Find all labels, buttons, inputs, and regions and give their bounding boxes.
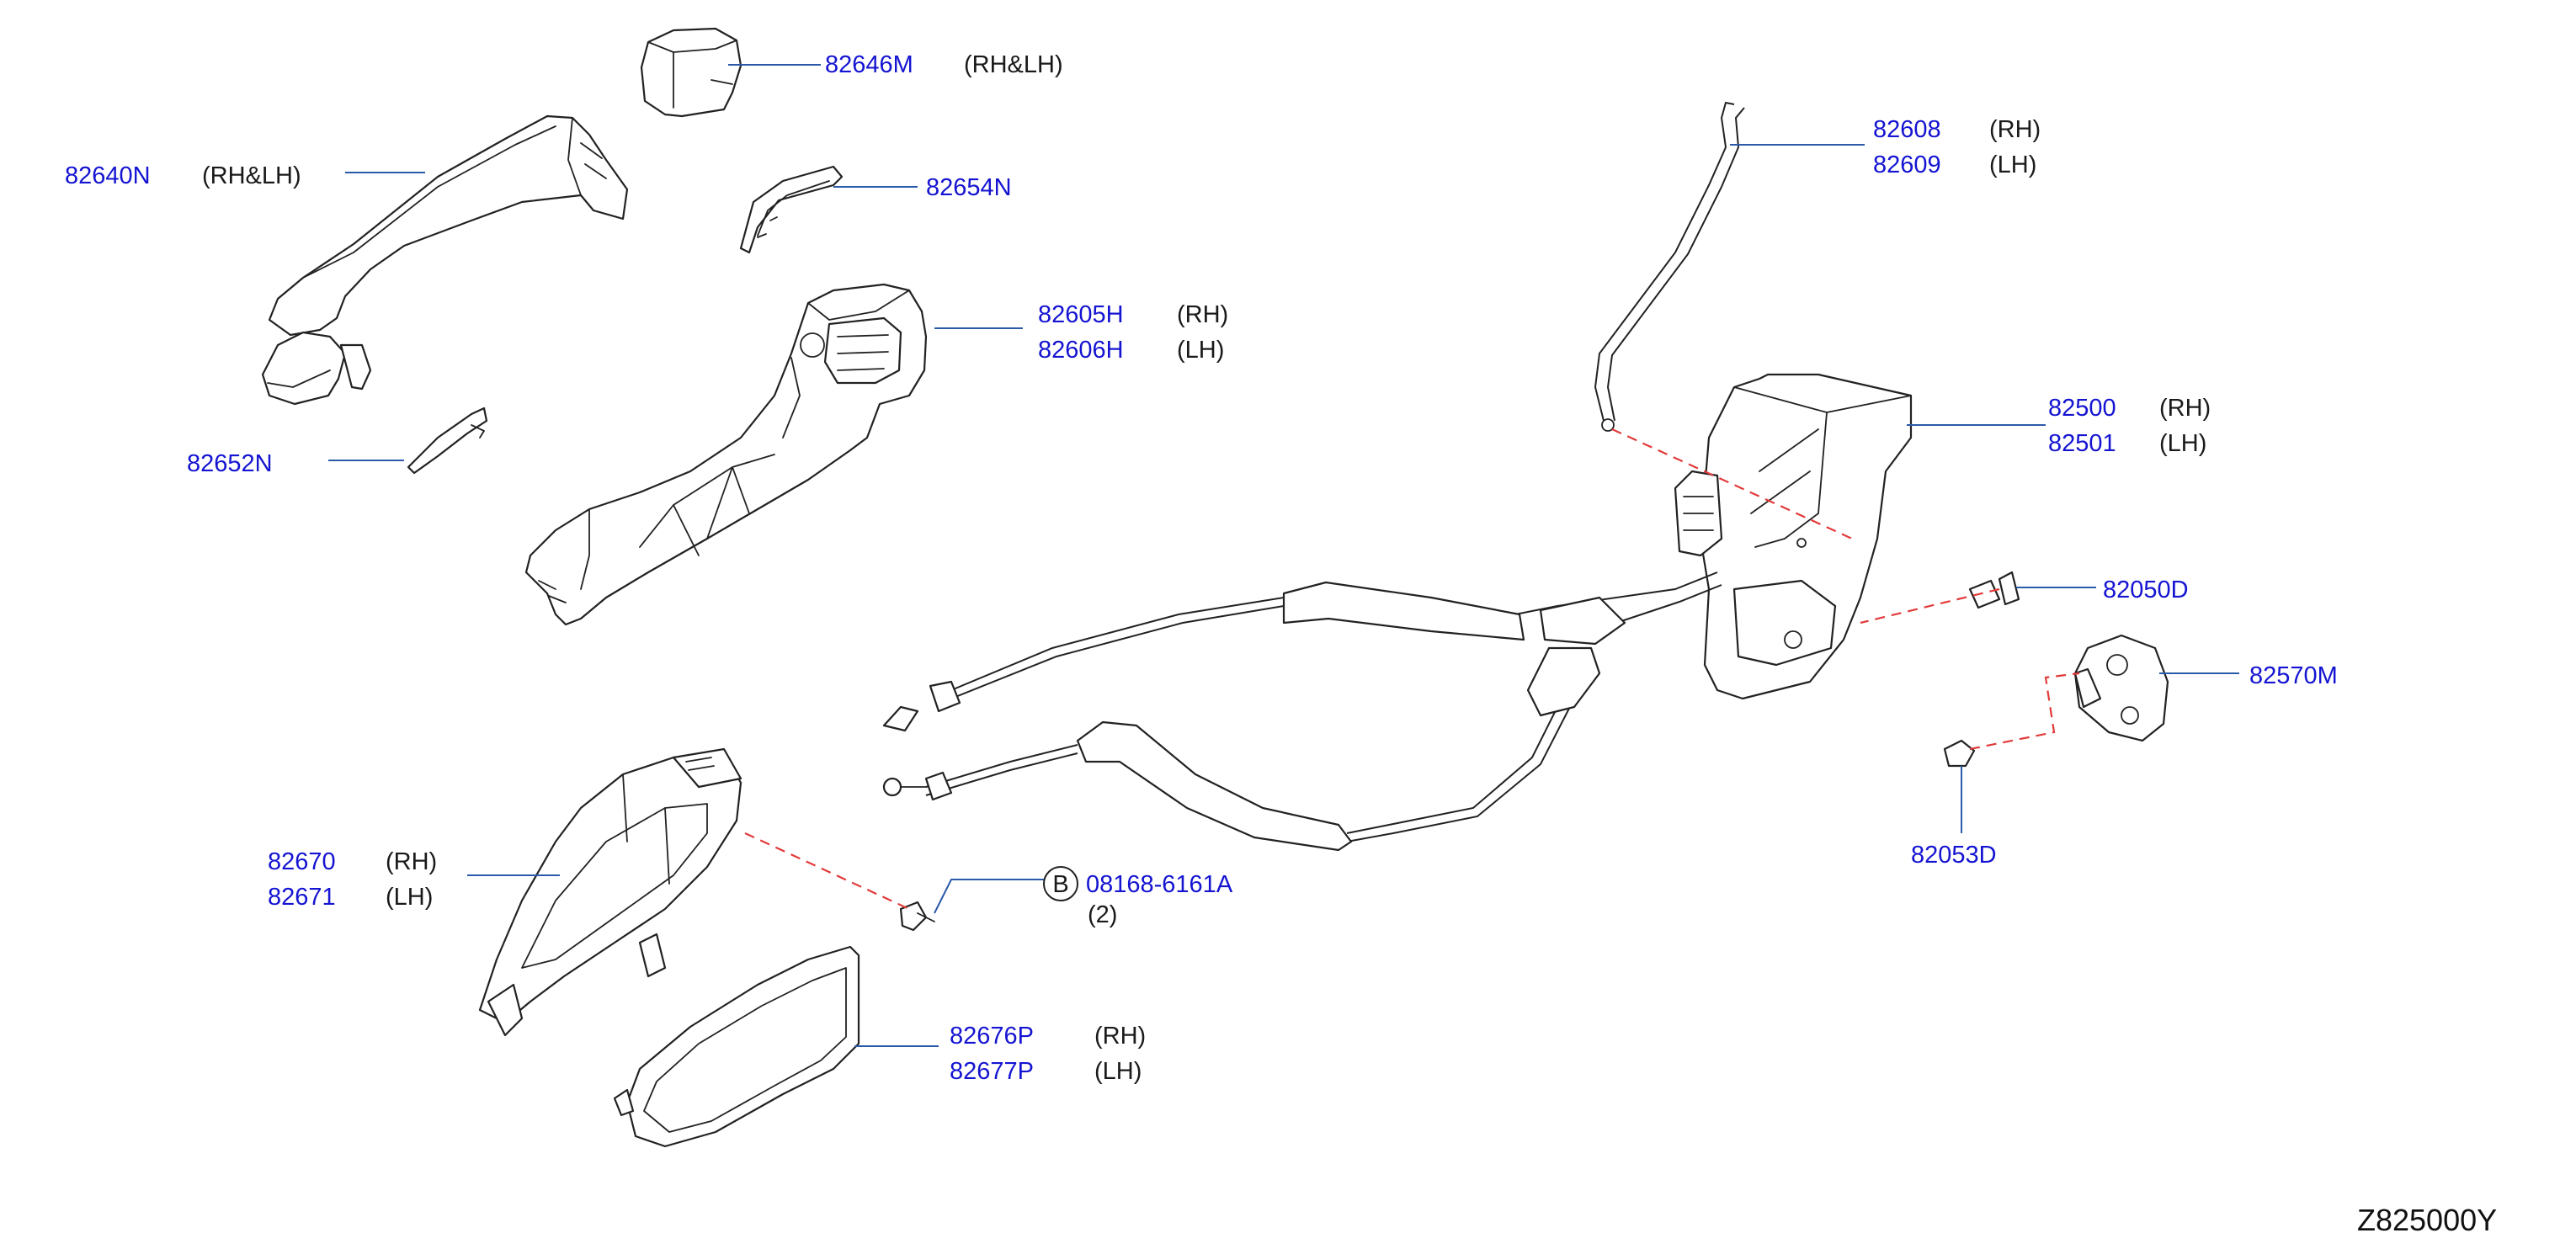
lock-rod-drawing [1594,101,1745,432]
callout-82608: 82608 (RH) 82609 (LH) [1873,116,2041,178]
side-note: (LH) [2159,430,2206,457]
side-note: (LH) [1094,1058,1142,1085]
part-number: 82652N [187,450,273,477]
striker-drawing [2073,634,2169,742]
side-note: (RH) [1989,116,2041,143]
part-number: 82646M [825,51,913,78]
screw-82053d-drawing [1943,739,1976,768]
part-number: 82609 [1873,151,1941,178]
quantity: (2) [1088,901,1117,928]
side-note: (LH) [1989,151,2036,178]
callout-82640n: 82640N (RH&LH) [65,162,301,189]
screw-82050d-drawing [1968,571,2020,609]
callout-82646m: 82646M (RH&LH) [825,51,1063,78]
reference-lines [744,428,2080,910]
side-note: (RH) [386,848,437,875]
bolt-drawing [899,901,935,932]
part-number: 82605H [1038,301,1124,328]
inside-handle-drawing [478,747,742,1037]
badge-circle [1043,866,1078,901]
outside-handle-drawing [261,114,629,406]
part-number: 82606H [1038,337,1124,364]
diagram-code: Z825000Y [2357,1203,2497,1237]
side-note: (RH) [2159,395,2211,422]
side-note: (LH) [1177,337,1224,364]
callout-82053d: 82053D [1911,842,1997,869]
rear-gasket-drawing [407,407,488,475]
side-note: (LH) [386,884,433,911]
cable-assembly-drawing [882,571,1722,852]
handle-bracket-drawing [524,283,928,626]
part-number: 82654N [926,174,1012,201]
callout-82654n: 82654N [926,174,1012,201]
callout-82050d: 82050D [2103,577,2189,603]
part-number: 82671 [268,884,336,911]
escutcheon-drawing [613,945,860,1148]
part-number: 08168-6161A [1086,871,1233,898]
part-number: 82676P [950,1023,1034,1050]
handle-cap-drawing [640,27,742,118]
side-note: (RH&LH) [964,51,1063,78]
side-note: (RH) [1177,301,1228,328]
part-number: 82053D [1911,842,1997,869]
side-note: (RH&LH) [202,162,301,189]
part-number: 82570M [2249,662,2338,689]
door-lock-actuator-drawing [1674,373,1913,700]
part-number: 82501 [2048,430,2116,457]
callout-82605h: 82605H (RH) 82606H (LH) [1038,301,1228,364]
part-number: 82640N [65,162,151,189]
leader-lines [328,64,2239,1047]
part-number: 82677P [950,1058,1034,1085]
part-number: 82050D [2103,577,2189,603]
callout-bolt: B 08168-6161A (2) [1043,866,1233,928]
callout-82676p: 82676P (RH) 82677P (LH) [950,1023,1146,1085]
callout-82652n: 82652N [187,450,273,477]
callout-82570m: 82570M [2249,662,2338,689]
badge-letter: B [1052,871,1068,898]
part-number: 82608 [1873,116,1941,143]
side-note: (RH) [1094,1023,1146,1050]
part-number: 82500 [2048,395,2116,422]
callout-82500: 82500 (RH) 82501 (LH) [2048,395,2211,457]
front-gasket-drawing [739,165,844,254]
callout-82670: 82670 (RH) 82671 (LH) [268,848,437,911]
part-number: 82670 [268,848,336,875]
